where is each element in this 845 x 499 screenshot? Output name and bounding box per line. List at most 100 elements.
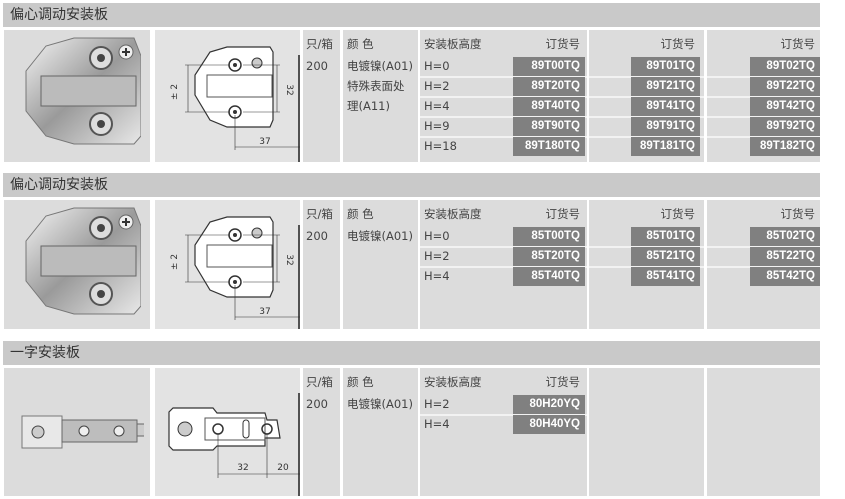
color-value: 电镀镍(A01)	[347, 397, 413, 411]
color-column	[343, 30, 418, 162]
row-divider	[420, 246, 587, 248]
qty-header: 只/箱	[306, 207, 333, 221]
plate-dimension-drawing: ± 2 32 37	[170, 46, 300, 162]
height-header: 安装板高度	[424, 375, 482, 389]
height-header: 安装板高度	[424, 37, 482, 51]
dim-vertical: 32	[284, 84, 294, 95]
section-title: 偏心调动安装板	[3, 173, 820, 197]
product-photo	[4, 30, 150, 162]
qty-value: 200	[306, 229, 328, 243]
order-number: 89T22TQ	[750, 77, 820, 96]
height-value: H=4	[424, 417, 450, 431]
product-photo	[4, 200, 150, 329]
order-number: 85T42TQ	[750, 267, 820, 286]
plate-dimension-drawing: 32 20	[168, 393, 300, 496]
order-number: 85T40TQ	[513, 267, 585, 286]
plate-dimension-drawing: ± 2 32 37	[170, 216, 300, 329]
row-divider	[420, 266, 587, 268]
order-number: 89T41TQ	[631, 97, 700, 116]
color-header: 颜 色	[347, 375, 374, 389]
color-value: 理(A11)	[347, 99, 390, 113]
dim-pm: ± 2	[170, 254, 180, 270]
row-divider	[420, 116, 587, 118]
section-title: 一字安装板	[3, 341, 820, 365]
mounting-plate-photo	[21, 415, 144, 449]
height-value: H=2	[424, 249, 450, 263]
order-number: 89T20TQ	[513, 77, 585, 96]
order-number: 80H40YQ	[513, 415, 585, 434]
order-number: 89T01TQ	[631, 57, 700, 76]
dim-b: 20	[277, 463, 289, 473]
order-number-header: 订货号	[780, 37, 816, 51]
order-number: 89T180TQ	[513, 137, 585, 156]
dim-horizontal: 37	[259, 307, 270, 317]
order-number: 89T40TQ	[513, 97, 585, 116]
order-number: 85T00TQ	[513, 227, 585, 246]
color-header: 颜 色	[347, 207, 374, 221]
dim-a: 32	[237, 463, 248, 473]
order-number: 89T42TQ	[750, 97, 820, 116]
order-number-header: 订货号	[545, 37, 581, 51]
order-number-header: 订货号	[660, 37, 696, 51]
qty-column	[303, 200, 340, 329]
section-title: 偏心调动安装板	[3, 3, 820, 27]
qty-column	[303, 368, 340, 496]
color-column	[343, 200, 418, 329]
order-number: 89T90TQ	[513, 117, 585, 136]
color-value: 特殊表面处	[347, 79, 405, 93]
technical-drawing: ± 2 32 37	[155, 30, 300, 162]
product-photo	[4, 368, 150, 496]
color-value: 电镀镍(A01)	[347, 59, 413, 73]
order-column-3	[707, 368, 820, 496]
height-header: 安装板高度	[424, 207, 482, 221]
hinge-plate-photo	[25, 207, 141, 315]
height-value: H=18	[424, 139, 457, 153]
order-number-header: 订货号	[545, 375, 581, 389]
technical-drawing: 32 20	[155, 368, 300, 496]
height-value: H=4	[424, 269, 450, 283]
height-value: H=4	[424, 99, 450, 113]
order-number: 89T181TQ	[631, 137, 700, 156]
order-number: 85T01TQ	[631, 227, 700, 246]
dim-vertical: 32	[284, 254, 294, 265]
order-number-header: 订货号	[545, 207, 581, 221]
order-number: 89T91TQ	[631, 117, 700, 136]
order-number: 89T92TQ	[750, 117, 820, 136]
qty-value: 200	[306, 59, 328, 73]
qty-header: 只/箱	[306, 375, 333, 389]
order-number: 89T02TQ	[750, 57, 820, 76]
height-value: H=0	[424, 59, 450, 73]
row-divider	[420, 414, 587, 416]
order-number: 85T41TQ	[631, 267, 700, 286]
order-number: 89T00TQ	[513, 57, 585, 76]
row-divider	[420, 136, 587, 138]
order-number: 80H20YQ	[513, 395, 585, 414]
row-divider	[420, 96, 587, 98]
order-number: 89T182TQ	[750, 137, 820, 156]
color-value: 电镀镍(A01)	[347, 229, 413, 243]
height-value: H=0	[424, 229, 450, 243]
color-header: 颜 色	[347, 37, 374, 51]
qty-header: 只/箱	[306, 37, 333, 51]
qty-value: 200	[306, 397, 328, 411]
color-column	[343, 368, 418, 496]
hinge-plate-photo	[25, 37, 141, 145]
height-value: H=2	[424, 397, 450, 411]
order-number: 85T02TQ	[750, 227, 820, 246]
order-number: 89T21TQ	[631, 77, 700, 96]
order-number-header: 订货号	[780, 207, 816, 221]
order-number: 85T22TQ	[750, 247, 820, 266]
order-number: 85T21TQ	[631, 247, 700, 266]
order-number: 85T20TQ	[513, 247, 585, 266]
order-column-2	[589, 368, 704, 496]
height-value: H=2	[424, 79, 450, 93]
technical-drawing: ± 2 32 37	[155, 200, 300, 329]
dim-horizontal: 37	[259, 137, 270, 147]
order-number-header: 订货号	[660, 207, 696, 221]
dim-pm: ± 2	[170, 84, 180, 100]
row-divider	[420, 76, 587, 78]
qty-column	[303, 30, 340, 162]
